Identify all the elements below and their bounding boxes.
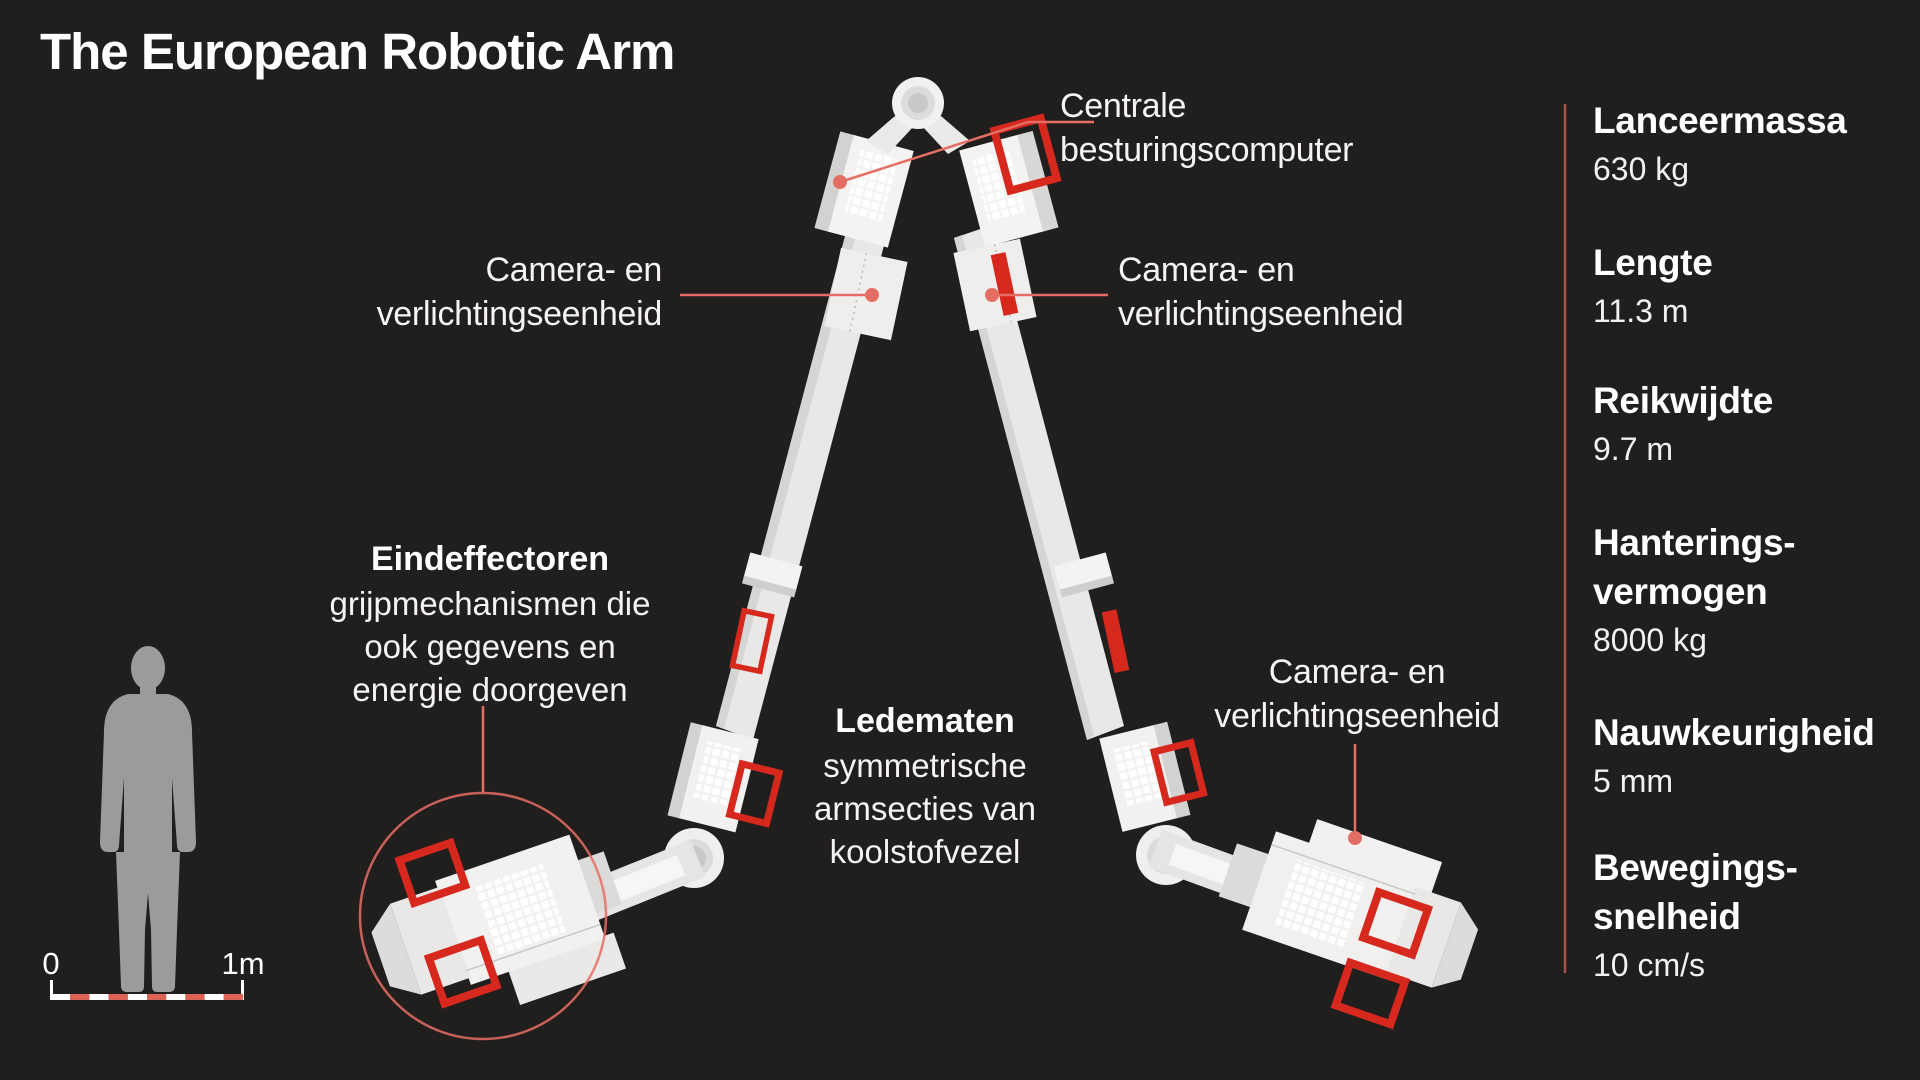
stat-label: Reikwijdte: [1593, 380, 1773, 421]
callout-limbs-desc: symmetrische armsecties van koolstofveze…: [814, 747, 1036, 870]
stat-value: 9.7 m: [1593, 431, 1674, 467]
scale-end-label: 1m: [221, 946, 265, 981]
label-central-computer: Centrale besturingscomputer: [1060, 87, 1354, 169]
stat-label: Lanceermassa: [1593, 100, 1847, 141]
label-camera-bottom: Camera- en verlichtingseenheid: [1214, 653, 1500, 735]
page-title: The European Robotic Arm: [40, 23, 675, 80]
callout-limbs-title: Ledematen: [835, 702, 1015, 740]
left-wrist-box: [667, 722, 784, 833]
right-upper-box: [959, 113, 1062, 248]
end-effector-left: [371, 834, 627, 1009]
label-camera-left: Camera- en verlichtingseenheid: [376, 251, 663, 333]
stat-value: 8000 kg: [1593, 622, 1707, 658]
stat-launch-mass: Lanceermassa 630 kg: [1593, 96, 1847, 189]
callout-limbs: Ledematen symmetrische armsecties van ko…: [723, 698, 1127, 873]
human-silhouette-icon: [100, 646, 196, 992]
end-effector-annotation-circle: [358, 791, 608, 1041]
stat-label: Bewegings- snelheid: [1593, 847, 1798, 937]
right-arm: [953, 113, 1479, 1030]
callout-end-effectors-desc: grijpmechanismen die ook gegevens en ene…: [329, 585, 651, 708]
stat-value: 630 kg: [1593, 151, 1690, 187]
apex-joint: [866, 77, 970, 154]
stat-movement-speed: Bewegings- snelheid 10 cm/s: [1593, 843, 1798, 985]
stat-value: 10 cm/s: [1593, 947, 1706, 983]
camera-unit-right: [953, 238, 1037, 332]
left-upper-box: [814, 131, 914, 248]
callout-end-effectors-title: Eindeffectoren: [370, 540, 610, 578]
left-arm: [371, 131, 914, 1009]
leader-lines: [481, 120, 1362, 845]
scale-bar-dashes: [51, 994, 243, 1000]
callout-end-effectors: Eindeffectoren grijpmechanismen die ook …: [288, 536, 692, 711]
end-effector-right: [1218, 819, 1479, 1030]
scale-start-label: 0: [42, 946, 60, 981]
stat-value: 5 mm: [1593, 763, 1673, 799]
stat-length: Lengte 11.3 m: [1593, 238, 1713, 331]
right-wrist-box: [1099, 721, 1208, 832]
stat-label: Nauwkeurigheid: [1593, 712, 1875, 753]
stat-value: 11.3 m: [1593, 293, 1689, 329]
stat-handling-capacity: Hanterings- vermogen 8000 kg: [1593, 518, 1796, 660]
stat-label: Hanterings- vermogen: [1593, 522, 1796, 612]
stat-label: Lengte: [1593, 242, 1713, 283]
scale-bar: [50, 980, 244, 1000]
label-camera-right: Camera- en verlichtingseenheid: [1118, 251, 1404, 333]
stat-reach: Reikwijdte 9.7 m: [1593, 376, 1773, 469]
stat-accuracy: Nauwkeurigheid 5 mm: [1593, 708, 1875, 801]
